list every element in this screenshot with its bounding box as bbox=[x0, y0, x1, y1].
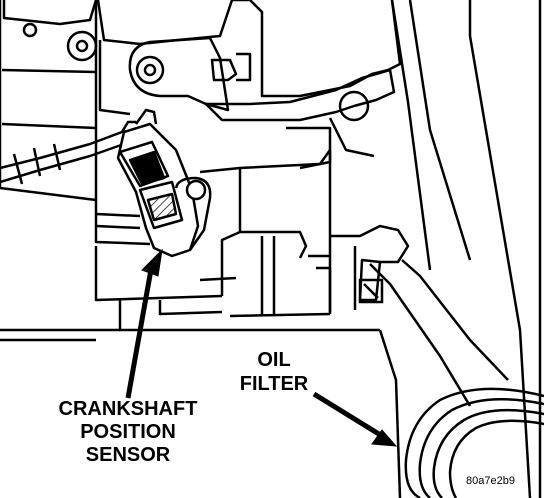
oil-filter-label: OIL FILTER bbox=[226, 350, 322, 398]
crankshaft-sensor bbox=[0, 108, 212, 258]
oil-filter-label-line-1: OIL bbox=[257, 349, 291, 371]
oil-filter-label-line-2: FILTER bbox=[239, 373, 309, 395]
crankshaft-label-line-3: SENSOR bbox=[85, 444, 171, 466]
oil-filter bbox=[404, 387, 544, 498]
crankshaft-label-line-1: CRANKSHAFT bbox=[58, 398, 198, 420]
sensor-leader-arrow bbox=[125, 263, 155, 399]
crankshaft-label-line-2: POSITION bbox=[80, 421, 176, 443]
crankshaft-position-sensor-label: CRANKSHAFT POSITION SENSOR bbox=[40, 399, 216, 468]
figure-code: 80a7e2b9 bbox=[466, 475, 515, 487]
oil-filter-leader-arrow bbox=[312, 391, 384, 439]
bracket-bolt bbox=[358, 278, 384, 304]
leader-arrows bbox=[125, 248, 398, 447]
